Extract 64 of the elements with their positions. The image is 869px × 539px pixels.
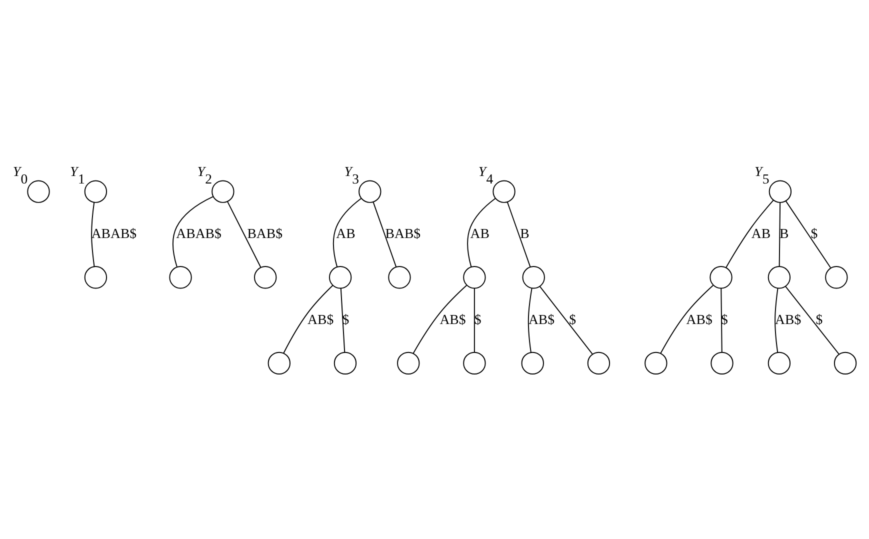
node-circle (644, 351, 668, 374)
connector (172, 196, 214, 267)
connector (720, 287, 722, 352)
node-circle (84, 180, 108, 202)
connector (283, 284, 334, 354)
node-circle (463, 351, 486, 374)
edge-label: AB$ (440, 311, 466, 326)
connector (528, 287, 532, 352)
connector (774, 287, 778, 352)
edge-label: AB$ (308, 311, 334, 326)
node-circle (521, 351, 544, 374)
connector (333, 198, 362, 267)
connector (660, 284, 714, 354)
edge-label: $ (474, 311, 482, 326)
node-circle (84, 266, 108, 288)
node-circle (254, 266, 277, 288)
node-circle (492, 180, 516, 202)
connector (539, 285, 593, 354)
node-circle (768, 180, 792, 202)
connector (778, 202, 781, 266)
node-circle (834, 351, 857, 374)
node-circle (397, 351, 420, 374)
edge-label: AB$ (686, 311, 712, 326)
node-circle (768, 351, 791, 374)
edge-label: ABAB$ (176, 226, 222, 241)
node-circle (334, 351, 357, 374)
node-circle (169, 266, 192, 288)
connector (506, 201, 531, 267)
connector (340, 287, 346, 352)
connector (226, 200, 262, 268)
edge-label: BAB$ (247, 226, 282, 241)
node-circle (212, 180, 234, 202)
node-circle (463, 266, 486, 288)
connector (91, 201, 95, 266)
node-circle (328, 266, 352, 288)
node-circle (358, 180, 382, 202)
connector (372, 201, 397, 267)
node-circle (710, 351, 734, 374)
edge-label: BAB$ (385, 226, 421, 241)
connector (467, 198, 496, 267)
edge-label: AB (336, 226, 356, 241)
edge-label: AB$ (775, 311, 802, 326)
edge-label: $ (342, 311, 350, 326)
node-circle (268, 351, 290, 374)
connector (785, 200, 831, 268)
edge-label: B (780, 226, 789, 241)
edge-label: B (520, 226, 530, 241)
node-circle (710, 266, 732, 288)
edge-label: AB (751, 226, 771, 241)
node-circle (768, 266, 791, 288)
edge-label: ABAB$ (91, 226, 137, 241)
edge-label: $ (816, 311, 823, 326)
connector (474, 287, 475, 352)
node-circle (388, 266, 411, 288)
edge-label: $ (810, 226, 818, 241)
node-circle (27, 180, 50, 202)
connector (726, 199, 774, 268)
connector (785, 285, 840, 354)
edge-label: $ (569, 311, 576, 326)
connector (412, 284, 468, 354)
node-circle (825, 266, 848, 288)
node-circle (587, 351, 610, 374)
edge-label: AB (470, 226, 490, 241)
node-circle (522, 266, 545, 288)
